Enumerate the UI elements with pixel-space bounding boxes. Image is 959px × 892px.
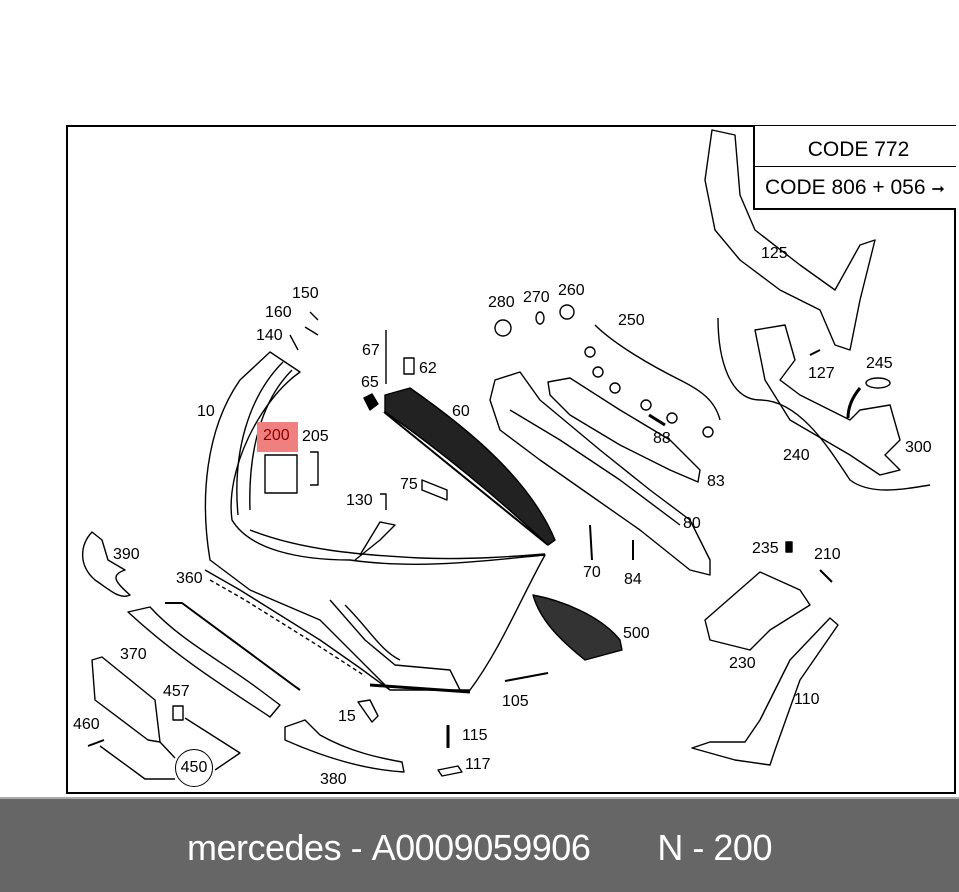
trim-380 <box>284 719 405 773</box>
module-200 <box>264 454 298 494</box>
callout-83[interactable]: 83 <box>707 473 725 490</box>
callout-140[interactable]: 140 <box>256 327 283 344</box>
callout-200-highlighted[interactable]: 200 <box>257 422 298 452</box>
callout-70[interactable]: 70 <box>583 564 601 581</box>
bracket-110 <box>691 617 839 766</box>
clip-130 <box>380 493 387 510</box>
code-806-056-text: CODE 806 + 056 <box>765 176 926 199</box>
callout-390[interactable]: 390 <box>113 546 140 563</box>
code-box-divider <box>755 166 956 167</box>
position-separator: - <box>692 827 704 868</box>
callout-80[interactable]: 80 <box>683 515 701 532</box>
sensor-260 <box>559 304 575 320</box>
callout-250[interactable]: 250 <box>618 312 645 329</box>
separator: - <box>350 827 363 868</box>
callout-300[interactable]: 300 <box>905 439 932 456</box>
callout-370[interactable]: 370 <box>120 646 147 663</box>
clip-235 <box>785 541 793 553</box>
callout-230[interactable]: 230 <box>729 655 756 672</box>
strip-360 <box>165 602 301 691</box>
footer-bar: mercedes - A0009059906 N - 200 <box>0 797 959 892</box>
crossmember <box>489 371 711 576</box>
side-grille <box>532 594 623 661</box>
callout-105[interactable]: 105 <box>502 693 529 710</box>
washer-245 <box>865 377 891 389</box>
clip-88 <box>648 413 666 427</box>
position-prefix: N <box>657 827 683 868</box>
callout-280[interactable]: 280 <box>488 294 515 311</box>
callout-110[interactable]: 110 <box>794 691 820 708</box>
callout-270[interactable]: 270 <box>523 289 550 306</box>
position-number: 200 <box>713 827 772 868</box>
diagram-frame <box>66 125 956 794</box>
bracket-83 <box>547 377 701 483</box>
bracket-230 <box>704 571 811 651</box>
code-772-label: CODE 772 <box>807 138 910 161</box>
ring-270 <box>535 311 545 325</box>
sensor-cable <box>717 317 931 491</box>
part-15 <box>357 699 379 723</box>
callout-125[interactable]: 125 <box>761 245 788 262</box>
callout-210[interactable]: 210 <box>814 546 841 563</box>
screw-460 <box>87 739 105 747</box>
pin-210 <box>819 569 833 583</box>
clip-457 <box>172 705 184 721</box>
bolt-70 <box>589 524 593 561</box>
top-beam <box>704 129 876 351</box>
callout-160[interactable]: 160 <box>265 304 292 321</box>
clip-205 <box>310 451 319 486</box>
screw-140 <box>289 334 299 351</box>
callout-115[interactable]: 115 <box>462 727 488 744</box>
rivet-105 <box>504 672 549 682</box>
callout-62[interactable]: 62 <box>419 360 437 377</box>
arrow-right-icon: ➞ <box>931 181 945 198</box>
callout-380[interactable]: 380 <box>320 771 347 788</box>
callout-235[interactable]: 235 <box>752 540 779 557</box>
callout-240[interactable]: 240 <box>783 447 810 464</box>
callout-450-circled[interactable]: 450 <box>175 749 213 787</box>
callout-245[interactable]: 245 <box>866 355 893 372</box>
callout-75[interactable]: 75 <box>400 476 418 493</box>
clip-62 <box>403 357 415 375</box>
callout-457[interactable]: 457 <box>163 683 190 700</box>
brand-name: mercedes <box>187 827 342 868</box>
sensor-280 <box>494 319 512 337</box>
callout-67[interactable]: 67 <box>362 342 380 359</box>
bracket-300 <box>754 324 901 476</box>
callout-65[interactable]: 65 <box>361 374 379 391</box>
callout-60[interactable]: 60 <box>452 403 470 420</box>
callout-127[interactable]: 127 <box>808 365 835 382</box>
wiring-harness <box>594 324 721 421</box>
code-806-056-label: CODE 806 + 056 ➞ <box>755 176 959 200</box>
callout-10[interactable]: 10 <box>197 403 215 420</box>
callout-130[interactable]: 130 <box>346 492 373 509</box>
callout-84[interactable]: 84 <box>624 571 642 588</box>
footer-caption: mercedes - A0009059906 N - 200 <box>0 827 959 869</box>
callout-260[interactable]: 260 <box>558 282 585 299</box>
screw-127 <box>809 349 821 356</box>
corner-390 <box>81 531 131 597</box>
nut-117 <box>437 765 463 777</box>
part-65 <box>363 393 379 411</box>
callout-88[interactable]: 88 <box>653 430 671 447</box>
callout-150[interactable]: 150 <box>292 285 319 302</box>
part-75 <box>421 479 448 501</box>
panel-370 <box>127 606 281 718</box>
part-number: A0009059906 <box>371 827 591 868</box>
callout-460[interactable]: 460 <box>73 716 100 733</box>
callout-117[interactable]: 117 <box>465 756 491 773</box>
bumper-cover <box>204 351 546 691</box>
callout-500[interactable]: 500 <box>623 625 650 642</box>
plate-450 <box>91 656 161 743</box>
callout-360[interactable]: 360 <box>176 570 203 587</box>
callout-15[interactable]: 15 <box>338 708 356 725</box>
grille <box>384 387 556 546</box>
callout-205[interactable]: 205 <box>302 428 329 445</box>
code-box: CODE 772 CODE 806 + 056 ➞ <box>753 126 956 210</box>
